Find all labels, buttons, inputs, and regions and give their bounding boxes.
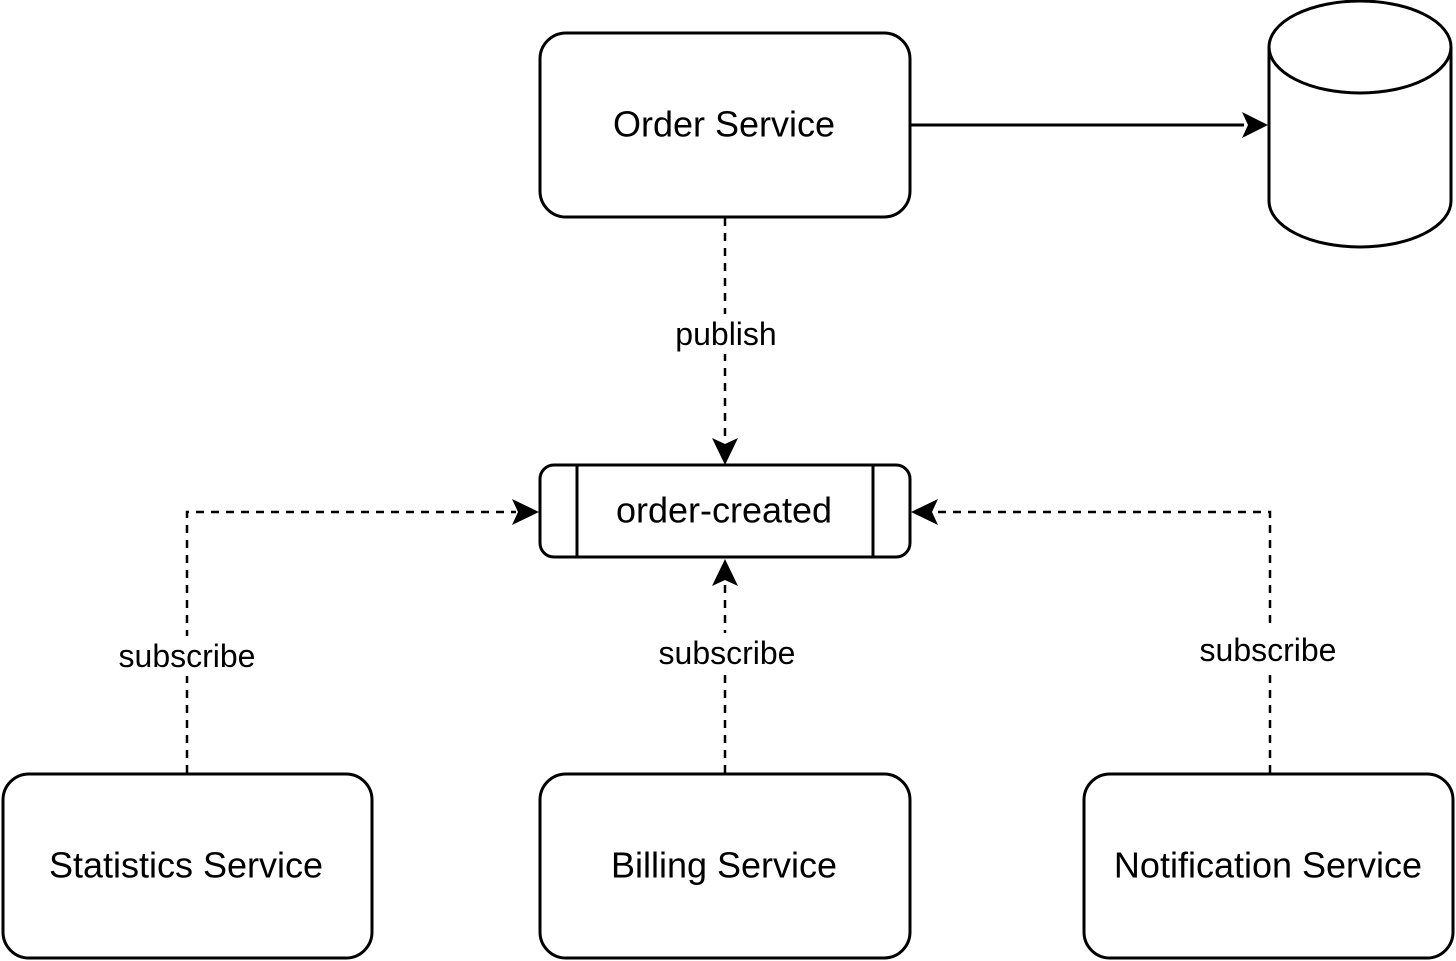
subscribe-label: subscribe — [119, 638, 256, 674]
database-cylinder-icon — [1267, 0, 1453, 249]
order-service-node: Order Service — [538, 31, 912, 219]
topic-label: order-created — [616, 490, 832, 531]
subscribe-label: subscribe — [659, 635, 796, 671]
edge-label-subscribe-statistics: subscribe — [110, 636, 264, 676]
order-service-label: Order Service — [613, 104, 835, 145]
arrowhead-right-icon — [1242, 112, 1268, 138]
edge-subscribe-statistics — [185, 499, 539, 773]
billing-service-label: Billing Service — [611, 845, 837, 886]
publish-label: publish — [675, 316, 776, 352]
edge-label-subscribe-billing: subscribe — [650, 633, 804, 673]
subscribe-label: subscribe — [1200, 632, 1337, 668]
arrowhead-left-icon — [911, 499, 938, 525]
billing-service-node: Billing Service — [538, 772, 912, 960]
topic-node: order-created — [538, 463, 912, 559]
edge-subscribe-billing — [712, 559, 738, 773]
arrowhead-down-icon — [712, 438, 738, 465]
arrowhead-right-icon — [512, 499, 539, 525]
notification-service-node: Notification Service — [1082, 772, 1455, 960]
notification-service-label: Notification Service — [1114, 845, 1422, 886]
edge-order-to-database — [911, 112, 1268, 138]
statistics-service-node: Statistics Service — [1, 772, 374, 960]
arrowhead-up-icon — [712, 559, 738, 586]
edge-label-publish: publish — [668, 314, 784, 354]
edge-subscribe-notification — [911, 499, 1272, 773]
edge-label-subscribe-notification: subscribe — [1191, 630, 1345, 670]
statistics-service-label: Statistics Service — [49, 845, 323, 886]
